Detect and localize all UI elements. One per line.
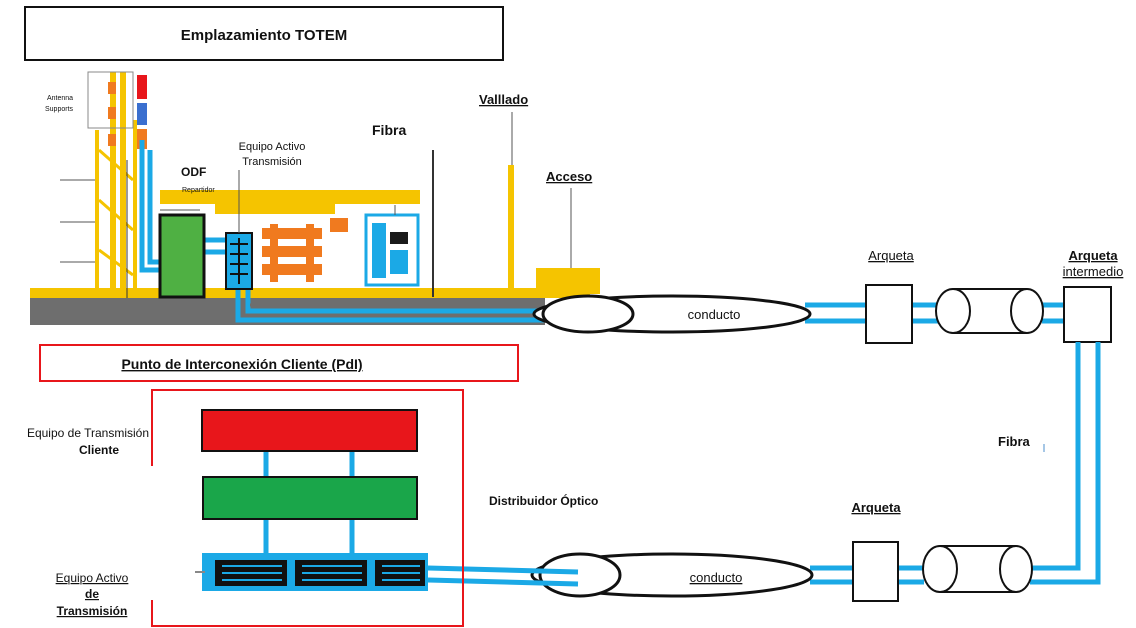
client-tx-label-2: Cliente xyxy=(79,443,119,457)
fence-label: Valllado xyxy=(479,92,528,107)
mast xyxy=(60,72,137,298)
manhole-int-label-1: Arqueta xyxy=(1068,248,1118,263)
access-gate xyxy=(536,268,600,294)
vertical-fiber xyxy=(810,342,1101,585)
antenna-support-box xyxy=(87,71,134,129)
supports-label: Supports xyxy=(45,106,74,113)
title-box xyxy=(24,6,504,61)
access-label: Acceso xyxy=(546,169,592,184)
duct-cylinder-2 xyxy=(922,545,1033,593)
orange-pallets xyxy=(262,224,322,282)
odf-sublabel: Repartidor xyxy=(182,187,215,194)
pdi-fiber-out xyxy=(427,565,579,587)
active-equip-label-2: Transmisión xyxy=(242,156,302,168)
upper-duct-end xyxy=(541,294,635,334)
yellow-base xyxy=(30,288,590,298)
duct-cylinder-1 xyxy=(935,288,1044,334)
odf-label: ODF xyxy=(181,165,206,179)
antenna-small-2 xyxy=(108,107,116,119)
pdi-title: Punto de Interconexión Cliente (PdI) xyxy=(121,356,362,372)
manhole-1-label: Arqueta xyxy=(868,248,914,263)
antenna-small-1 xyxy=(108,82,116,94)
optical-distributor-label: Distribuidor Óptico xyxy=(489,493,598,508)
manhole-1 xyxy=(865,284,913,344)
antenna-red xyxy=(137,75,147,99)
antenna-blue xyxy=(137,103,147,125)
optical-distributor xyxy=(202,476,418,520)
antenna-orange xyxy=(137,129,147,149)
antenna-small-3 xyxy=(108,134,116,146)
route-fiber-label: Fibra xyxy=(998,434,1031,449)
manhole-int-label-2: intermedio xyxy=(1063,264,1124,279)
active-tx-label-3: Transmisión xyxy=(57,604,128,618)
site-fiber-label: Fibra xyxy=(372,122,406,138)
canopy xyxy=(160,190,420,204)
odf-cabinet xyxy=(158,213,206,299)
active-equip-label-1: Equipo Activo xyxy=(239,141,306,153)
upper-duct-label: conducto xyxy=(688,307,741,322)
client-tx-equipment xyxy=(201,409,418,452)
pdi-active-equipment xyxy=(195,553,428,591)
manhole-intermediate xyxy=(1063,286,1112,343)
active-tx-label-1: Equipo Activo xyxy=(56,571,129,585)
fence-post xyxy=(508,165,514,290)
pdi-title-box xyxy=(39,344,519,382)
lower-duct-label: conducto xyxy=(690,570,743,585)
site-title: Emplazamiento TOTEM xyxy=(181,27,347,44)
manhole-2 xyxy=(852,541,899,602)
active-tx-label-2: de xyxy=(85,587,99,601)
client-tx-label-1: Equipo de Transmisión xyxy=(27,426,149,440)
antenna-label: Antenna xyxy=(47,95,73,102)
upper-route-fiber xyxy=(805,302,1064,324)
pdi-frame xyxy=(151,389,464,627)
manhole-2-label: Arqueta xyxy=(851,500,901,515)
site-fiber-pipes xyxy=(139,140,545,323)
lower-duct-end xyxy=(538,552,622,598)
